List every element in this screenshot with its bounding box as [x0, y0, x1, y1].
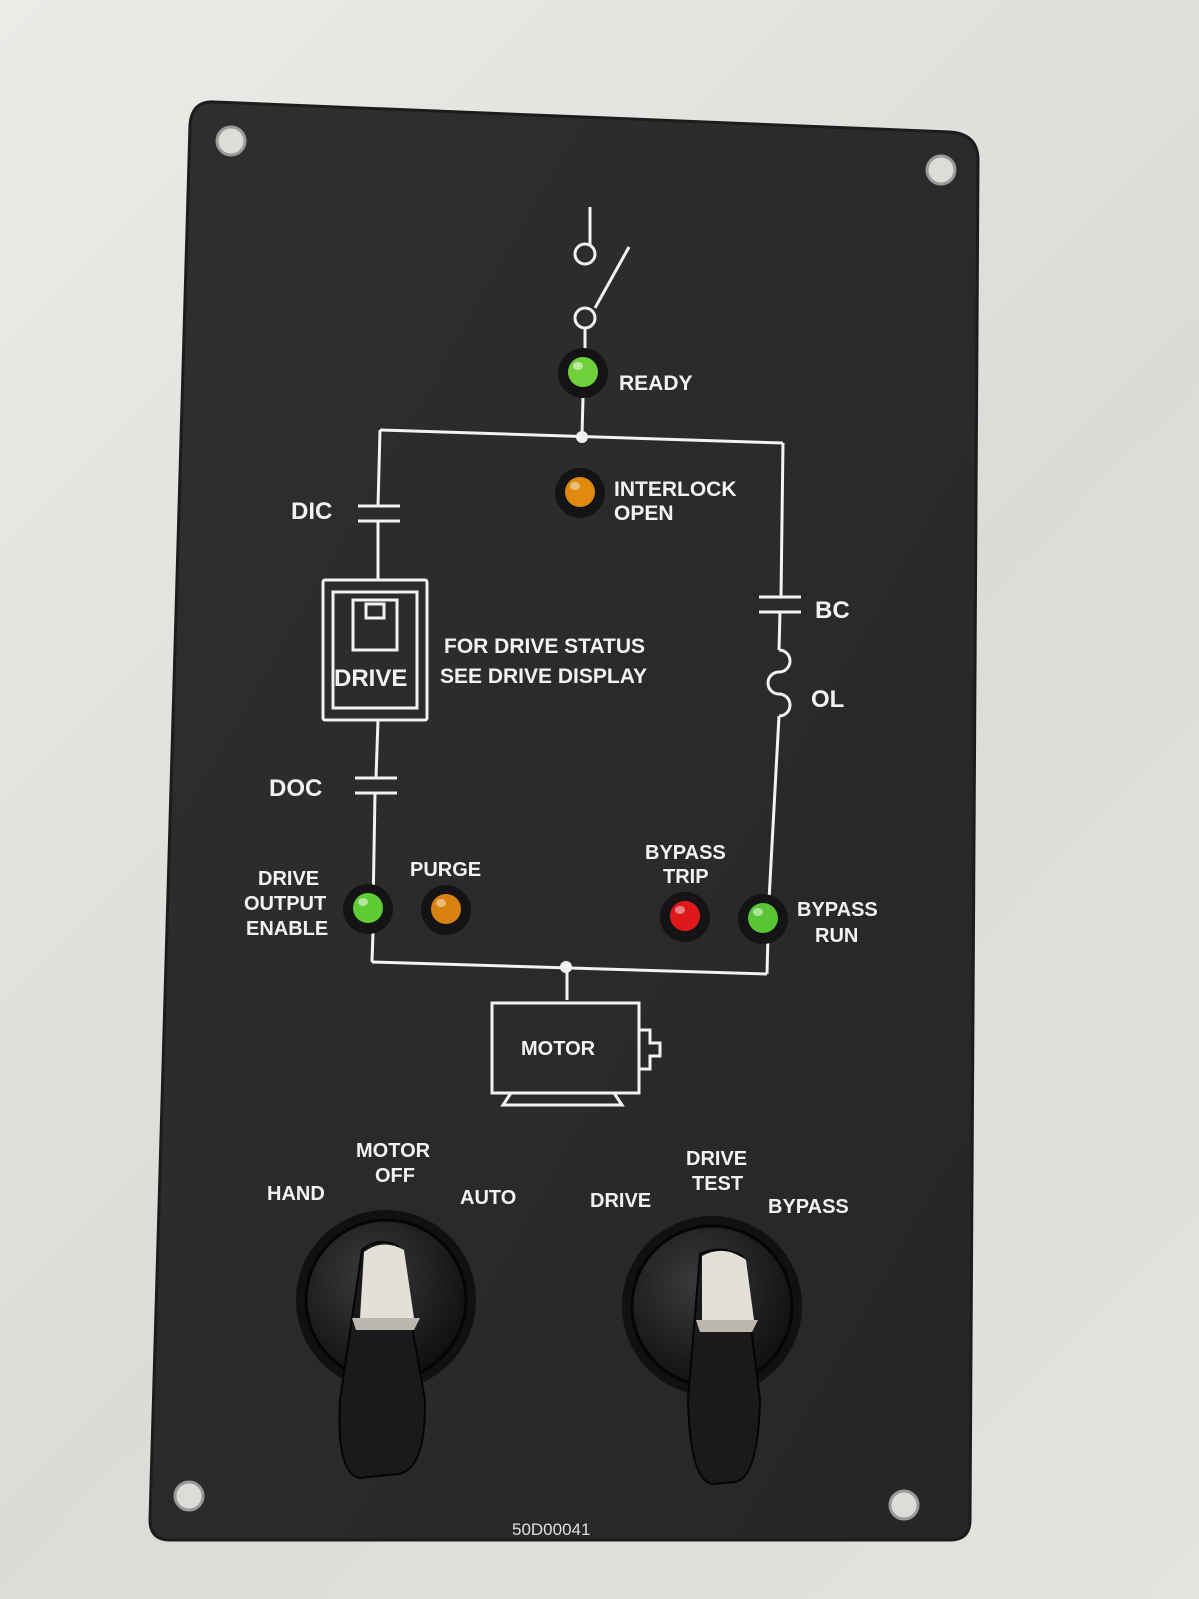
junction-dot [576, 431, 588, 443]
drive-test-label-2: TEST [692, 1173, 743, 1195]
part-number: 50D00041 [512, 1520, 590, 1539]
interlock-label: INTERLOCK [614, 478, 737, 501]
mounting-hole [215, 125, 247, 157]
knob-pointer [360, 1244, 414, 1318]
purge-label: PURGE [410, 859, 481, 881]
dic-label: DIC [291, 498, 332, 525]
purge-lamp [421, 885, 471, 935]
motor-off-label-2: OFF [375, 1165, 415, 1187]
mounting-hole [925, 154, 957, 186]
doc-label: DOC [269, 775, 322, 802]
bc-label: BC [815, 597, 850, 624]
drive-mode-selector-knob[interactable] [622, 1216, 802, 1486]
circuit-diagram [321, 207, 801, 1107]
motor-label: MOTOR [521, 1038, 596, 1060]
open-label: OPEN [614, 502, 674, 525]
ol-label: OL [811, 686, 844, 713]
panel-plate [148, 100, 980, 1542]
bypass-run-label-1: BYPASS [797, 899, 878, 921]
output-label: OUTPUT [244, 893, 326, 915]
mounting-holes [173, 125, 957, 1521]
ready-lamp [558, 348, 608, 398]
drive-position-label: DRIVE [590, 1190, 651, 1212]
mounting-hole [888, 1489, 920, 1521]
auto-position-label: AUTO [460, 1187, 516, 1209]
enable-label: ENABLE [246, 918, 328, 940]
drive-label: DRIVE [258, 868, 319, 890]
ready-label: READY [619, 372, 693, 395]
interlock-open-lamp [555, 468, 605, 518]
knob-pointer [702, 1250, 754, 1320]
bypass-trip-label-1: BYPASS [645, 842, 726, 864]
hand-position-label: HAND [267, 1183, 325, 1205]
junction-dot [560, 961, 572, 973]
bypass-position-label: BYPASS [768, 1196, 849, 1218]
drive-test-label-1: DRIVE [686, 1148, 747, 1170]
drive-note-line1: FOR DRIVE STATUS [444, 635, 645, 658]
bypass-run-lamp [738, 894, 788, 944]
mounting-hole [173, 1480, 205, 1512]
drive-note-line2: SEE DRIVE DISPLAY [440, 665, 647, 688]
drive-output-enable-lamp [343, 884, 393, 934]
drive-box-label: DRIVE [334, 665, 407, 692]
motor-off-label-1: MOTOR [356, 1140, 431, 1162]
bypass-run-label-2: RUN [815, 925, 858, 947]
bypass-trip-lamp [660, 892, 710, 942]
motor-mode-selector-knob[interactable] [296, 1210, 476, 1480]
bypass-trip-label-2: TRIP [663, 866, 709, 888]
